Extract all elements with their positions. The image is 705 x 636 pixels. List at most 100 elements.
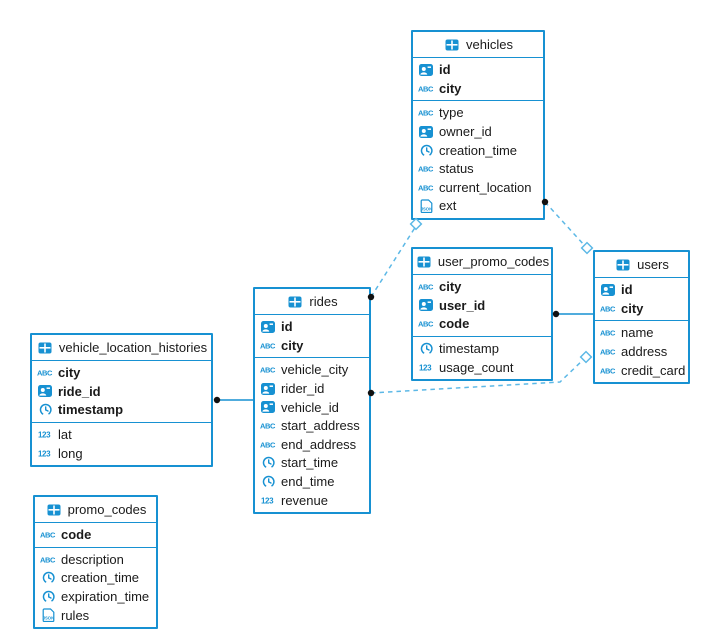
table-title: vehicles (466, 37, 513, 52)
column-vehicle_id[interactable]: vehicle_id (255, 398, 369, 417)
svg-text:ABC: ABC (418, 109, 434, 118)
text-icon: ABC (39, 530, 57, 540)
table-header[interactable]: promo_codes (35, 497, 156, 523)
column-creation_time[interactable]: creation_time (413, 141, 543, 160)
user-icon (36, 385, 54, 398)
column-label: code (439, 316, 470, 332)
column-label: owner_id (439, 124, 492, 140)
table-title: user_promo_codes (437, 254, 550, 269)
table-header[interactable]: vehicle_location_histories (32, 335, 211, 361)
column-creation_time[interactable]: creation_time (35, 569, 156, 588)
column-label: rules (61, 607, 90, 623)
column-id[interactable]: id (413, 61, 543, 80)
text-icon: ABC (259, 365, 277, 375)
svg-text:ABC: ABC (40, 555, 56, 564)
column-end_time[interactable]: end_time (255, 472, 369, 491)
table-header[interactable]: rides (255, 289, 369, 315)
user-icon (417, 125, 435, 138)
column-label: timestamp (58, 402, 124, 418)
clock-icon (259, 475, 277, 488)
column-label: expiration_time (61, 589, 150, 605)
column-current_location[interactable]: ABC current_location (413, 178, 543, 197)
column-label: end_address (281, 436, 357, 452)
svg-text:ABC: ABC (418, 84, 434, 93)
column-owner_id[interactable]: owner_id (413, 122, 543, 141)
text-icon: ABC (417, 183, 435, 192)
svg-text:123: 123 (419, 363, 432, 372)
user-icon (259, 382, 277, 395)
user-icon (417, 299, 435, 312)
text-icon: ABC (599, 347, 617, 357)
column-expiration_time[interactable]: expiration_time (35, 587, 156, 606)
column-label: revenue (281, 492, 328, 508)
svg-text:ABC: ABC (37, 369, 53, 378)
column-timestamp[interactable]: timestamp (413, 339, 551, 358)
text-icon: ABC (417, 108, 435, 118)
column-id[interactable]: id (595, 281, 688, 300)
table-header[interactable]: users (595, 252, 688, 278)
column-rider_id[interactable]: rider_id (255, 379, 369, 398)
column-label: current_location (439, 179, 532, 195)
table-header[interactable]: vehicles (413, 32, 543, 58)
svg-text:ABC: ABC (418, 183, 434, 192)
column-label: ext (439, 198, 457, 214)
table-header[interactable]: user_promo_codes (413, 249, 551, 275)
column-city[interactable]: ABC city (255, 336, 369, 355)
svg-text:ABC: ABC (260, 341, 276, 350)
column-timestamp[interactable]: timestamp (32, 401, 211, 420)
number-icon: 123 (259, 496, 277, 505)
column-address[interactable]: ABC address (595, 342, 688, 361)
table-title: promo_codes (67, 502, 147, 517)
number-icon: 123 (36, 449, 54, 458)
column-label: timestamp (439, 341, 499, 357)
column-label: creation_time (439, 142, 518, 158)
column-start_time[interactable]: start_time (255, 454, 369, 473)
text-icon: ABC (259, 421, 277, 431)
number-icon: 123 (417, 363, 435, 372)
column-revenue[interactable]: 123 revenue (255, 491, 369, 510)
column-city[interactable]: ABC city (413, 79, 543, 98)
column-label: long (58, 445, 83, 461)
column-long[interactable]: 123 long (32, 444, 211, 463)
column-ride_id[interactable]: ride_id (32, 382, 211, 401)
column-user_id[interactable]: user_id (413, 296, 551, 315)
column-label: city (281, 337, 304, 353)
column-id[interactable]: id (255, 318, 369, 337)
user-icon (599, 283, 617, 296)
number-icon: 123 (36, 430, 54, 440)
column-label: address (621, 344, 668, 360)
clock-icon (39, 571, 57, 585)
column-label: city (439, 80, 462, 96)
